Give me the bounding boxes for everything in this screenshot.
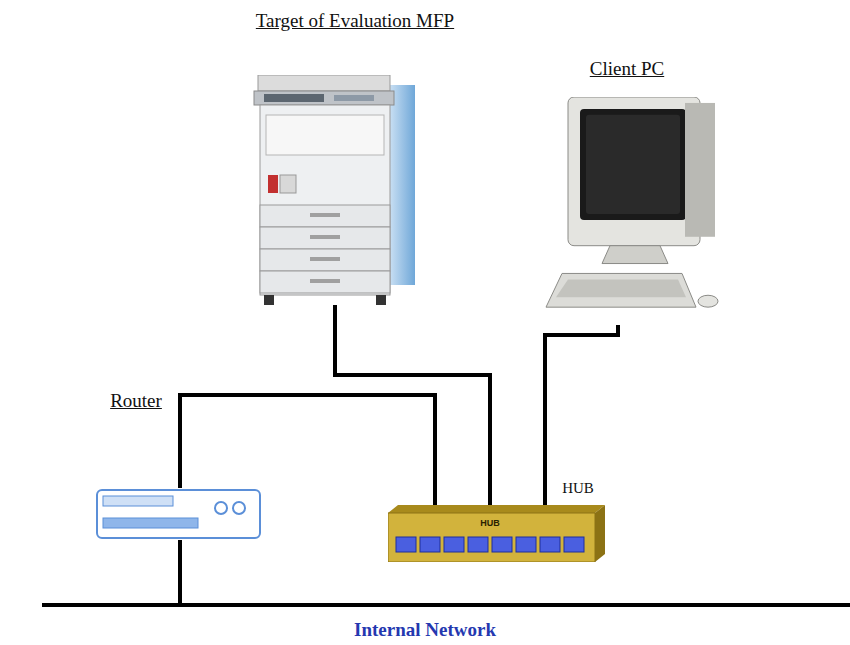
router-illustration [95,488,262,540]
network-cable [545,325,618,505]
hub-node: HUB [388,505,605,562]
device-name: HUB [480,519,500,529]
mfp-illustration [250,75,415,305]
network-cable [180,395,435,505]
network-backbone [42,603,850,607]
mfp-node: Target of Evaluation MFP [250,75,415,305]
device-label: Target of Evaluation MFP [256,10,454,33]
hub-label: HUB [562,479,594,497]
pc-illustration [540,97,725,325]
hub-illustration [388,505,605,562]
device-label: Router [110,390,162,413]
network-label: Internal Network [354,619,496,642]
device-label: Client PC [590,58,664,81]
router-node: Router [95,488,262,540]
network-cable [335,305,490,505]
router-uplink [178,540,182,605]
client-pc-node: Client PC [540,97,725,325]
